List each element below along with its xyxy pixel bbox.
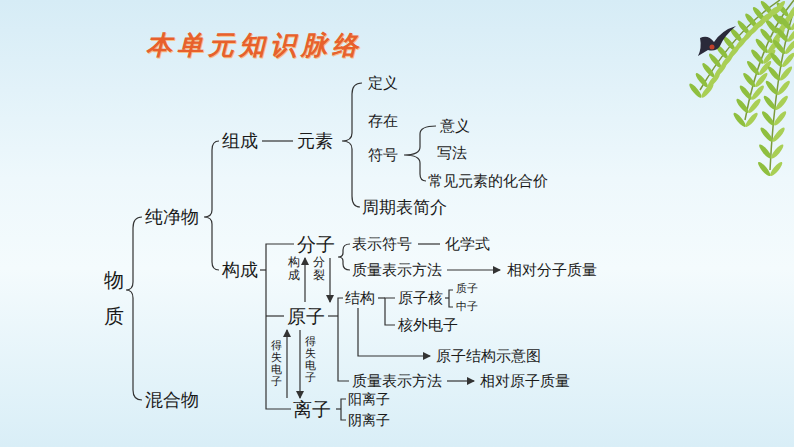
- map-label: 离子: [293, 398, 331, 421]
- map-label: 元素: [297, 130, 333, 152]
- map-label: 表示符号: [352, 235, 412, 253]
- willow-leaf: [789, 14, 794, 31]
- map-label: 意义: [440, 117, 470, 135]
- map-label: 原子结构示意图: [436, 347, 541, 365]
- map-label: 常见元素的化合价: [428, 172, 548, 190]
- map-label: 混合物: [145, 389, 199, 411]
- willow-leaf: [764, 79, 780, 96]
- map-label: 原子核: [398, 289, 443, 307]
- map-label: 质量表示方法: [352, 372, 442, 390]
- willow-leaf: [694, 72, 710, 89]
- map-label: 原子: [287, 305, 325, 328]
- map-label: 结构: [345, 289, 375, 307]
- bird-breast: [710, 45, 715, 50]
- willow-leaf: [744, 111, 760, 128]
- map-label: 相对原子质量: [480, 372, 570, 390]
- map-label: 周期表简介: [362, 197, 447, 217]
- willow-leaf: [781, 51, 794, 68]
- vertical-label: 分裂: [313, 256, 325, 282]
- willow-leaf: [750, 84, 766, 101]
- willow-leaf: [750, 48, 766, 65]
- willow-leaf: [754, 71, 770, 88]
- willow-leaf: [738, 84, 754, 101]
- vertical-label: 得失电子: [305, 336, 316, 384]
- map-label: 质子: [456, 282, 478, 295]
- willow-leaf: [762, 94, 778, 111]
- map-label: 核外电子: [398, 316, 458, 334]
- willow-leaf: [758, 143, 774, 160]
- map-label: 阳离子: [348, 391, 390, 408]
- map-label: 中子: [456, 300, 478, 313]
- diagram-title: 本单元知识脉络: [146, 28, 363, 63]
- map-label: 质量表示方法: [352, 261, 442, 279]
- willow-leaf: [770, 143, 786, 160]
- willow-leaf: [688, 82, 704, 99]
- willow-leaf: [774, 26, 790, 43]
- map-label: 化学式: [445, 235, 490, 253]
- willow-leaf: [701, 62, 717, 79]
- willow-leaf: [778, 65, 794, 82]
- map-label: 存在: [368, 112, 398, 130]
- willow-leaf: [759, 126, 775, 143]
- map-label: 相对分子质量: [507, 261, 597, 279]
- willow-leaf: [700, 82, 716, 99]
- map-label: 定义: [368, 74, 398, 92]
- map-label: 组成: [222, 130, 258, 152]
- willow-leaf: [747, 97, 763, 114]
- map-label: 符号: [368, 146, 398, 164]
- willow-leaf: [735, 97, 751, 114]
- vertical-label: 构成: [288, 256, 300, 282]
- willow-leaf: [732, 111, 748, 128]
- bird-symbol: [698, 26, 736, 56]
- willow-leaf: [766, 65, 782, 82]
- map-label: 分子: [297, 233, 335, 256]
- vertical-label: 物质: [104, 262, 124, 334]
- willow-leaf: [756, 160, 772, 177]
- map-label: 阴离子: [348, 412, 390, 429]
- bracket-lines: [126, 83, 500, 420]
- willow-leaf: [771, 126, 787, 143]
- vertical-label: 得失电子: [271, 340, 282, 388]
- willow-leaf: [760, 110, 776, 127]
- willow-leaf: [754, 37, 770, 54]
- willow-leaf: [776, 79, 792, 96]
- map-label: 写法: [437, 144, 467, 162]
- willow-leaf: [772, 110, 788, 127]
- map-label: 构成: [222, 259, 258, 281]
- willow-leaf: [742, 71, 758, 88]
- willow-leaf: [745, 59, 761, 76]
- willow-leaf: [768, 160, 784, 177]
- willow-leaf: [786, 26, 794, 43]
- willow-leaf: [774, 94, 790, 111]
- willow-leaf: [783, 38, 794, 55]
- willow-leaf: [771, 38, 787, 55]
- willow-leaf: [769, 51, 785, 68]
- map-label: 纯净物: [145, 206, 199, 228]
- willow-branch: [700, 0, 794, 170]
- willow-leaves: [688, 0, 794, 178]
